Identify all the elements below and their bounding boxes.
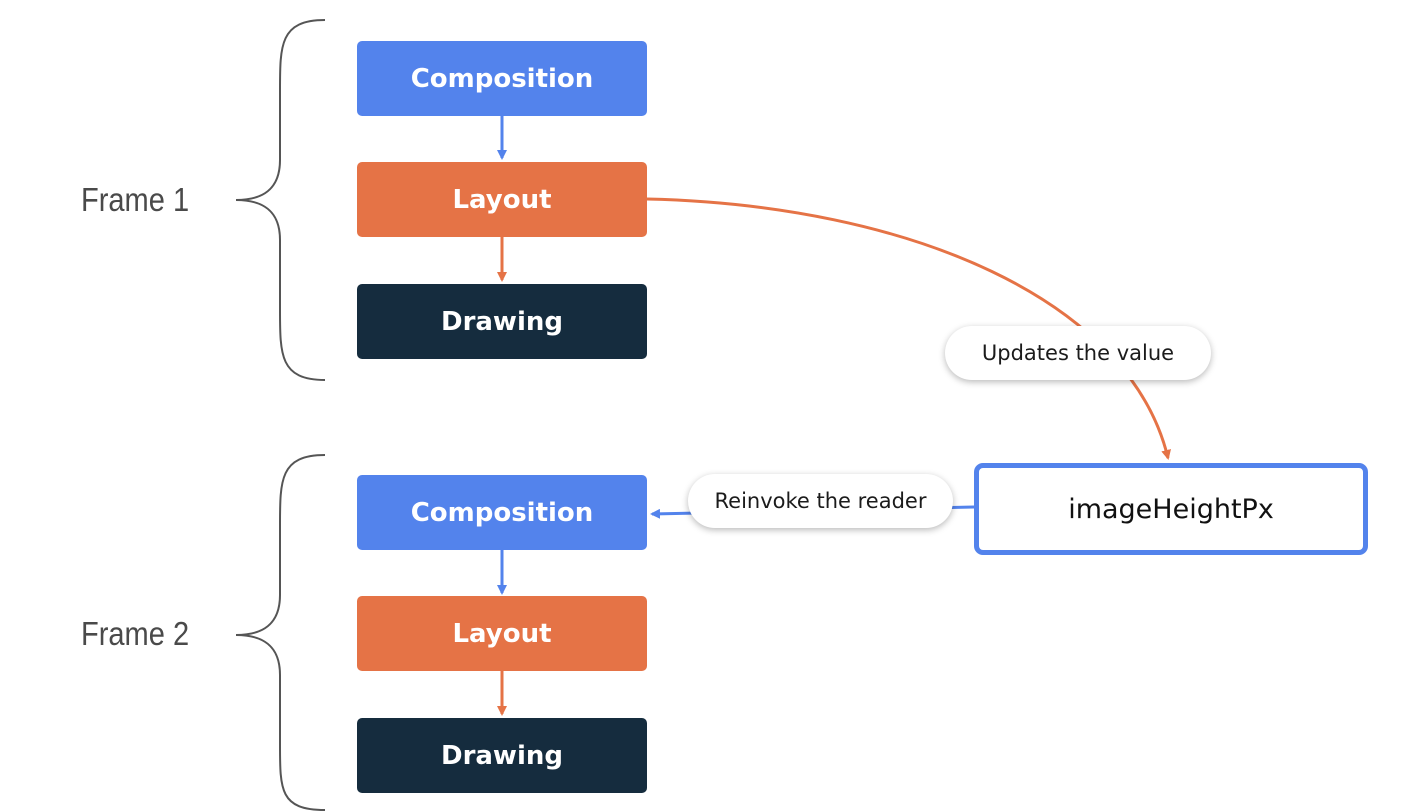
frame-2-layout-stage: Layout: [357, 596, 647, 671]
stage-label: Composition: [410, 497, 594, 528]
stage-label: Drawing: [440, 306, 563, 337]
stage-label: Layout: [452, 184, 552, 215]
frame-2-drawing-stage: Drawing: [357, 718, 647, 793]
frame-2-label: Frame 2: [81, 615, 190, 652]
stage-label: Drawing: [440, 740, 563, 771]
frame-1-brace: [235, 19, 326, 381]
updates-value-label: Updates the value: [945, 326, 1211, 380]
stage-label: Layout: [452, 618, 552, 649]
reinvoke-reader-label: Reinvoke the reader: [688, 474, 953, 528]
frame-1-composition-stage: Composition: [357, 41, 647, 116]
update-value-curve: [646, 197, 1171, 460]
stage-label: Composition: [410, 63, 594, 94]
frame-1-label: Frame 1: [81, 181, 190, 218]
frame-2-brace: [235, 454, 326, 811]
frame-1-layout-stage: Layout: [357, 162, 647, 237]
frame-2-composition-stage: Composition: [357, 475, 647, 550]
state-variable-box: imageHeightPx: [974, 463, 1368, 555]
state-variable-name: imageHeightPx: [1068, 493, 1274, 525]
frame-1-drawing-stage: Drawing: [357, 284, 647, 359]
